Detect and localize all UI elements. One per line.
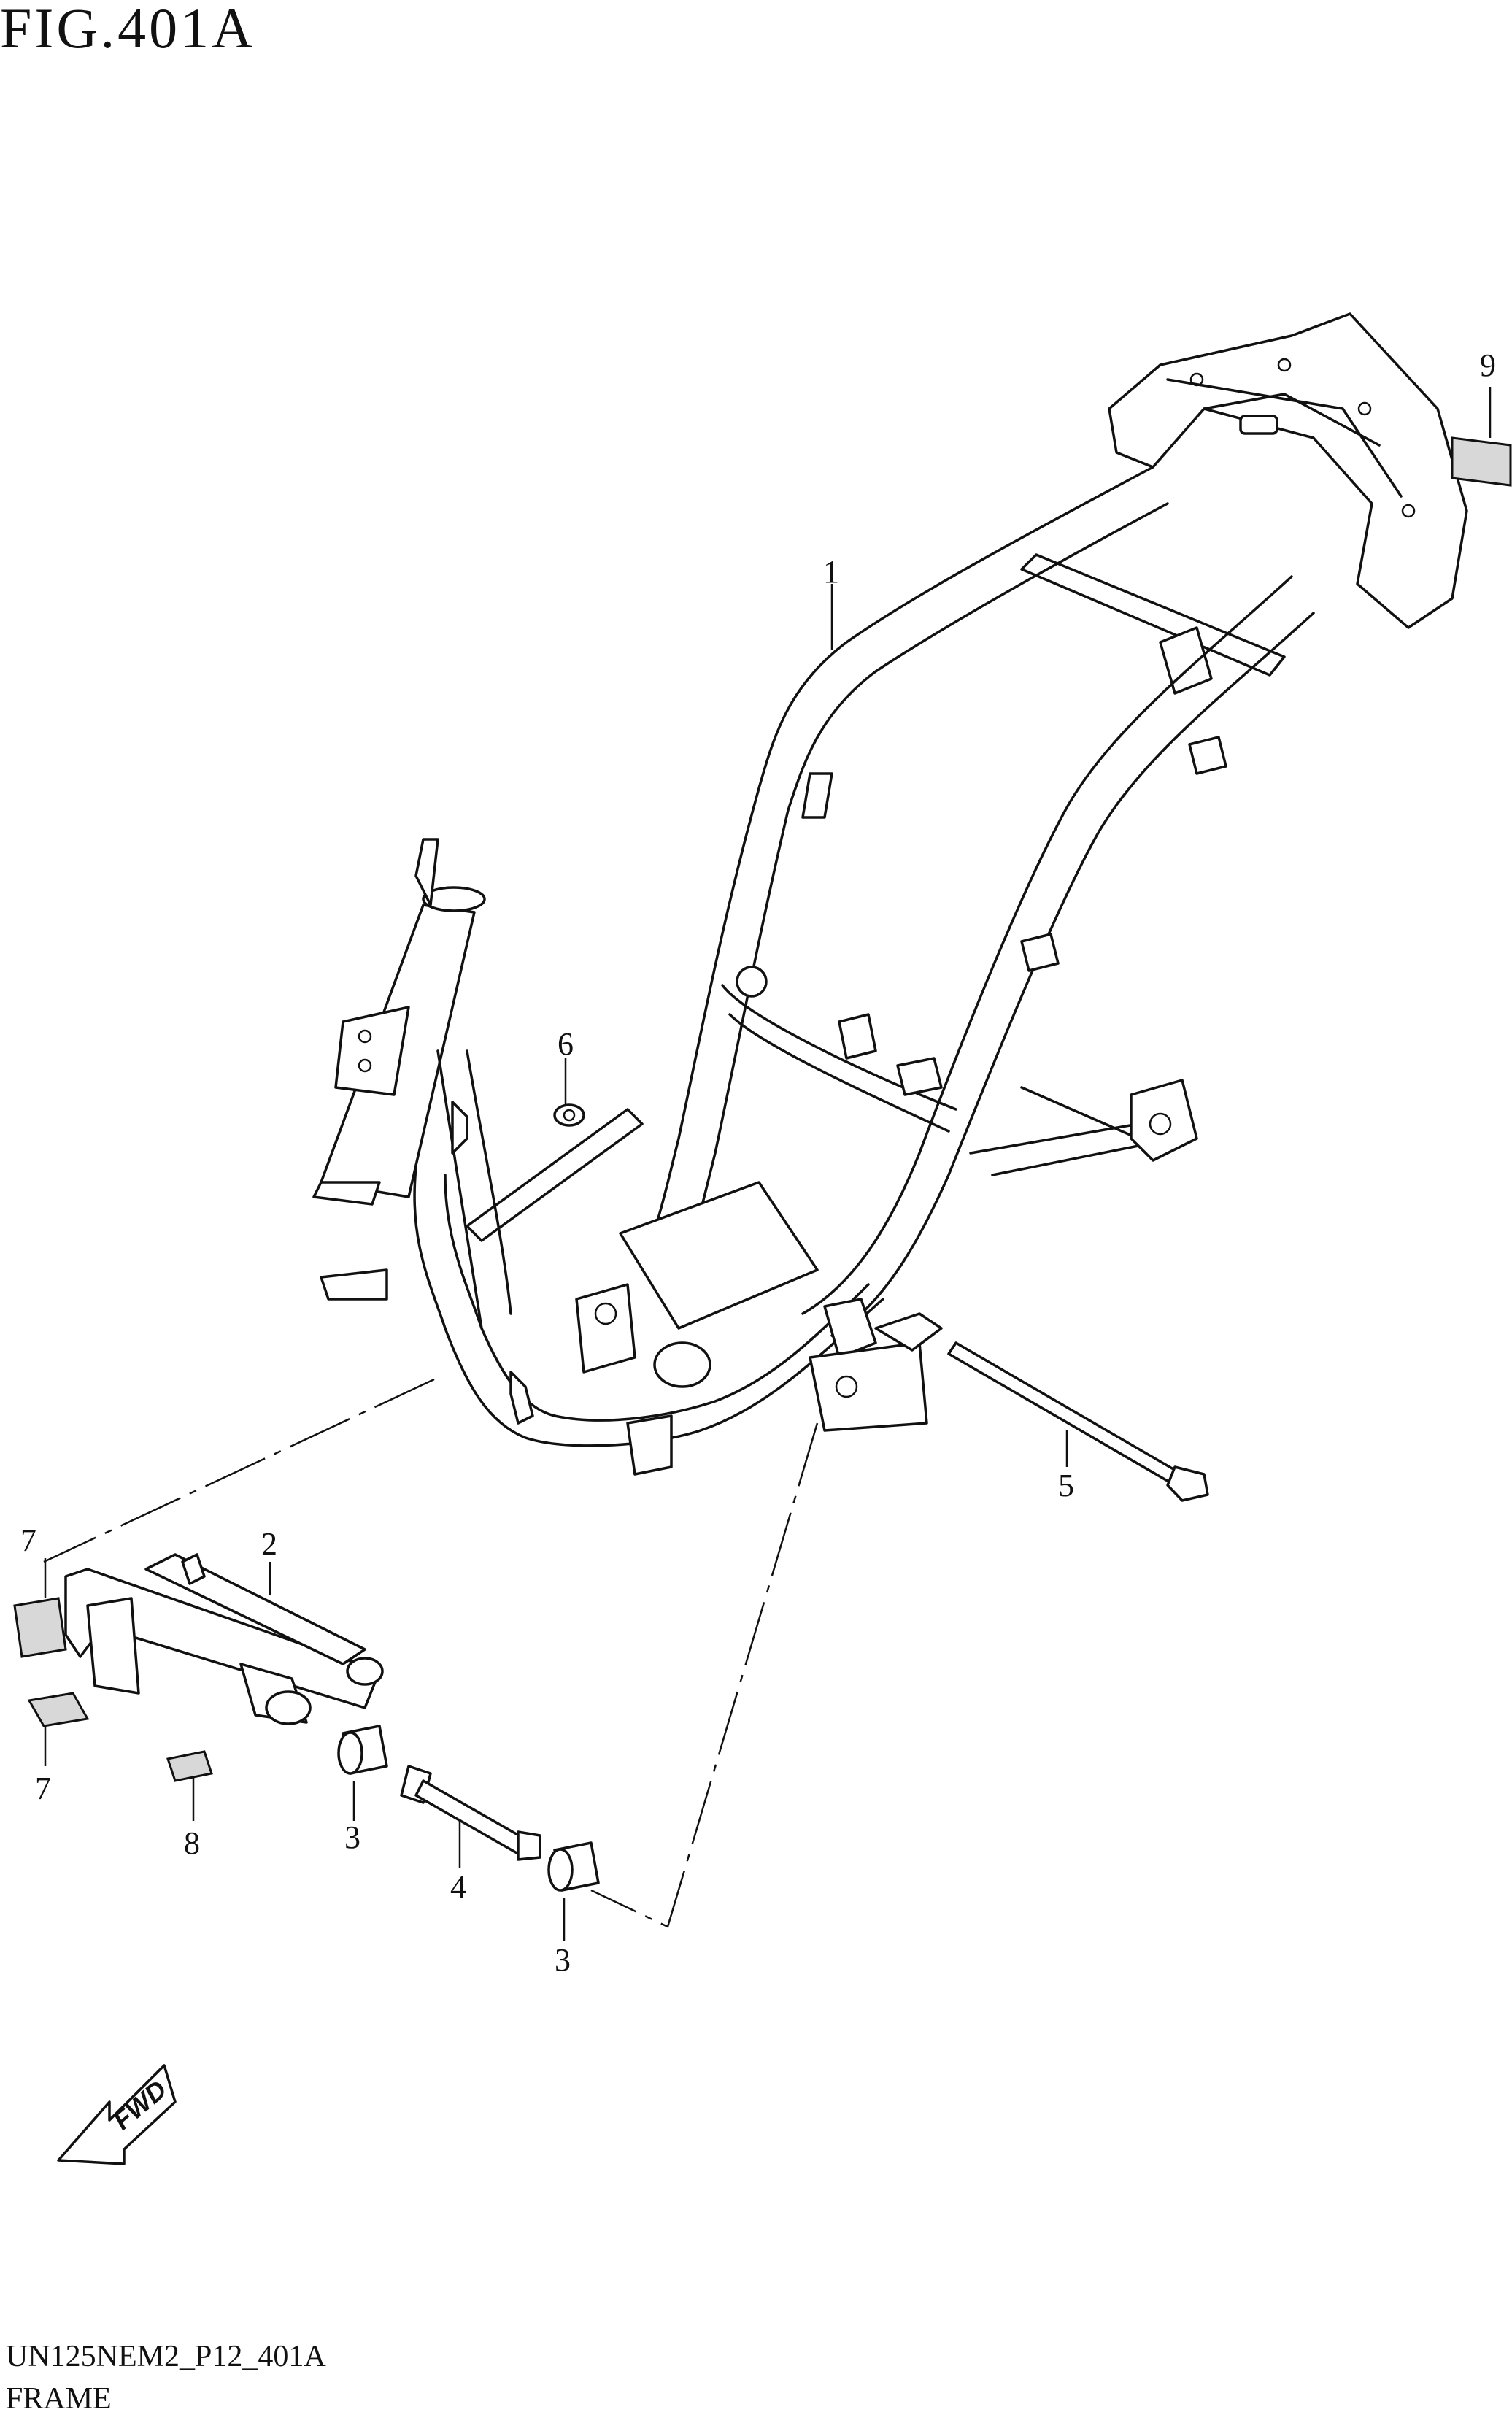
callout-7-lower: 7 [35, 1771, 51, 1806]
callout-4: 4 [450, 1869, 466, 1905]
bushing-part-upper[interactable] [337, 1725, 388, 1775]
section-name: FRAME [6, 2382, 112, 2416]
figure-title: FIG.401A [0, 0, 256, 60]
engine-hanger-bracket-part[interactable] [64, 1553, 384, 1725]
callout-3-upper: 3 [344, 1819, 360, 1855]
engine-mount-bolt-part[interactable] [947, 1341, 1209, 1502]
clip-part[interactable] [166, 1750, 213, 1782]
damper-rubber-upper-part[interactable] [13, 1597, 67, 1658]
callout-9: 9 [1480, 347, 1496, 383]
callout-8: 8 [184, 1825, 200, 1861]
callout-1: 1 [823, 554, 839, 590]
nut-part[interactable] [553, 1103, 585, 1127]
forward-direction-arrow: FWD [57, 2064, 177, 2165]
callout-6: 6 [558, 1026, 574, 1062]
leader-lines [43, 387, 1492, 1941]
drawing-code: UN125NEM2_P12_401A [6, 2340, 326, 2373]
bushing-part-lower[interactable] [547, 1841, 600, 1892]
callout-2: 2 [261, 1526, 277, 1562]
callout-7-upper: 7 [20, 1522, 36, 1558]
pivot-bolt-part[interactable] [400, 1765, 541, 1861]
callout-3-lower: 3 [555, 1942, 571, 1978]
damper-rubber-lower-part[interactable] [27, 1692, 90, 1727]
callout-5: 5 [1058, 1468, 1074, 1503]
reflector-plate-part[interactable] [1451, 436, 1512, 487]
main-frame-part[interactable] [312, 312, 1468, 1476]
